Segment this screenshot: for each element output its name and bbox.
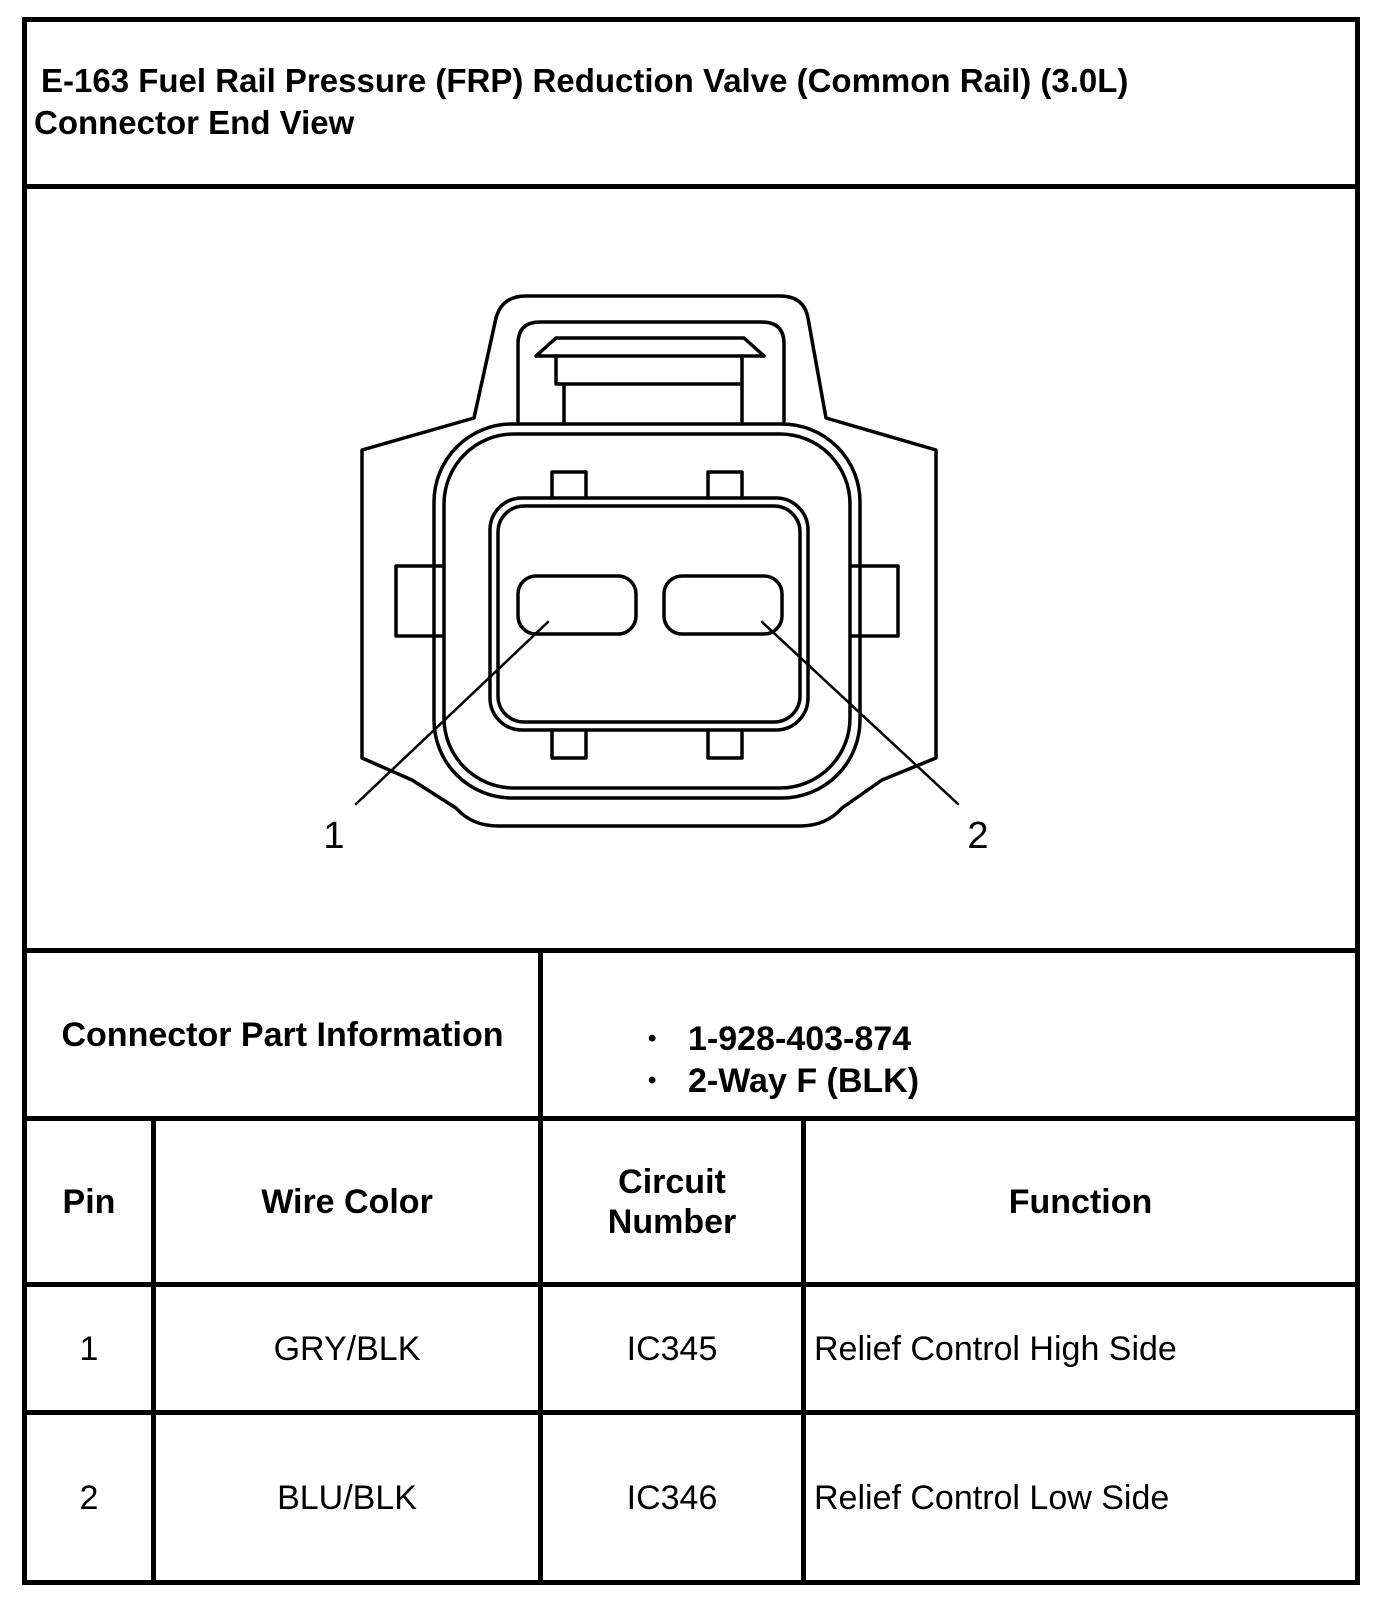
- divider-title: [22, 184, 1360, 189]
- part-info-label: Connector Part Information: [61, 1015, 504, 1054]
- terminal-block-inner: [496, 504, 802, 724]
- locking-tab-latch: [534, 336, 766, 358]
- part-description: 2-Way F (BLK): [688, 1062, 920, 1100]
- header-pin: Pin: [62, 1182, 116, 1221]
- key-top-left: [550, 470, 588, 500]
- connector-housing-outline: [360, 294, 938, 828]
- header-circuit-line-2: Number: [607, 1202, 737, 1241]
- page-title: E-163 Fuel Rail Pressure (FRP) Reduction…: [34, 60, 1128, 144]
- connector-body-outer: [432, 422, 862, 800]
- part-info-item: • 1-928-403-874: [648, 1018, 919, 1060]
- row-2-function: Relief Control Low Side: [814, 1478, 1170, 1517]
- row-1-function: Relief Control High Side: [814, 1329, 1177, 1368]
- row-1-pin: 1: [79, 1329, 99, 1368]
- divider-col-circuit-left: [538, 948, 543, 1585]
- key-bottom-right: [706, 728, 744, 760]
- header-wire-color: Wire Color: [261, 1182, 433, 1221]
- header-function: Function: [1008, 1182, 1153, 1221]
- pin-2-leader: [760, 620, 960, 806]
- connector-info-frame: [22, 17, 1360, 1585]
- part-info-list: • 1-928-403-874 • 2-Way F (BLK): [648, 1018, 919, 1102]
- pin-1-callout: 1: [323, 815, 344, 857]
- row-2-pin: 2: [79, 1478, 99, 1517]
- key-top-right: [706, 470, 744, 500]
- row-2-wire-color: BLU/BLK: [277, 1478, 417, 1517]
- title-line-1: E-163 Fuel Rail Pressure (FRP) Reduction…: [41, 62, 1129, 99]
- part-number: 1-928-403-874: [688, 1020, 912, 1058]
- divider-part-info: [22, 1116, 1360, 1121]
- divider-col-function: [801, 1116, 806, 1585]
- locking-tab: [516, 320, 786, 426]
- divider-diagram: [22, 948, 1360, 953]
- row-1-wire-color: GRY/BLK: [273, 1329, 421, 1368]
- pin-1-cavity: [516, 574, 638, 636]
- connector-body-inner: [442, 432, 852, 790]
- row-2-circuit: IC346: [626, 1478, 718, 1517]
- divider-row1: [22, 1410, 1360, 1415]
- divider-header: [22, 1282, 1360, 1287]
- key-bottom-left: [550, 728, 588, 760]
- pin-2-cavity: [662, 574, 784, 636]
- left-ear: [394, 564, 444, 638]
- bullet-icon: •: [648, 1067, 657, 1094]
- bullet-icon: •: [648, 1025, 657, 1052]
- part-info-item: • 2-Way F (BLK): [648, 1060, 919, 1102]
- locking-tab-body: [554, 354, 744, 426]
- right-ear: [850, 564, 900, 638]
- title-line-2: Connector End View: [34, 104, 355, 141]
- header-circuit-number: Circuit Number: [543, 1121, 801, 1282]
- row-1-circuit: IC345: [626, 1329, 718, 1368]
- terminal-block-outer: [488, 496, 810, 732]
- pin-2-callout: 2: [967, 815, 988, 857]
- header-circuit-line-1: Circuit: [618, 1162, 726, 1201]
- divider-col-pin: [151, 1116, 156, 1585]
- pin-1-leader: [354, 620, 550, 806]
